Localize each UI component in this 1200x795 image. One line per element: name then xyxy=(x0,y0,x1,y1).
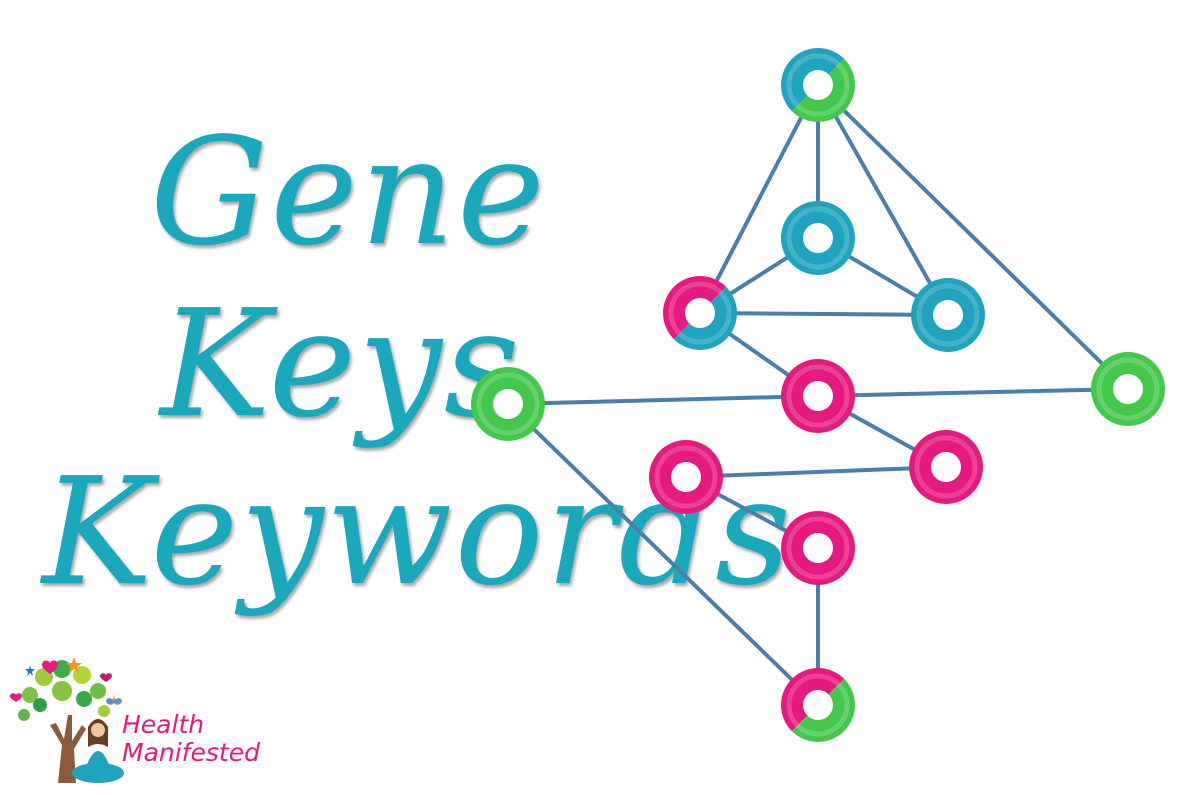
node-rp xyxy=(909,430,983,504)
brand-name-line-1: Health xyxy=(122,710,205,739)
heart-icon xyxy=(10,660,112,702)
health-manifested-logo xyxy=(10,657,124,783)
title-line-2: Keys xyxy=(160,278,522,450)
edge-lt-rt xyxy=(698,311,950,317)
edge-center-rg xyxy=(816,387,1130,398)
brand-name-line-2: Manifested xyxy=(122,738,260,767)
tree-icon xyxy=(18,660,110,783)
edge-top-rg xyxy=(816,83,1130,391)
node-center xyxy=(781,359,855,433)
node-top xyxy=(781,48,855,122)
edge-lg-bot xyxy=(506,402,820,707)
node-mid xyxy=(781,201,855,275)
edge-lp-rp xyxy=(684,465,948,479)
butterfly-icon xyxy=(106,698,122,705)
node-lg xyxy=(471,367,545,441)
title-line-1: Gene xyxy=(150,106,547,278)
node-rg xyxy=(1091,352,1165,426)
edge-lg-center xyxy=(506,394,820,406)
node-lt xyxy=(662,275,737,351)
node-lp xyxy=(649,440,723,514)
edge-top-lt xyxy=(698,83,820,315)
meditating-woman-icon xyxy=(72,719,124,783)
star-icon xyxy=(25,657,119,706)
node-bot xyxy=(781,668,855,742)
node-bp xyxy=(781,511,855,585)
edge-top-rt xyxy=(816,83,950,317)
node-rt xyxy=(911,278,985,352)
diagram-nodes xyxy=(471,48,1165,742)
